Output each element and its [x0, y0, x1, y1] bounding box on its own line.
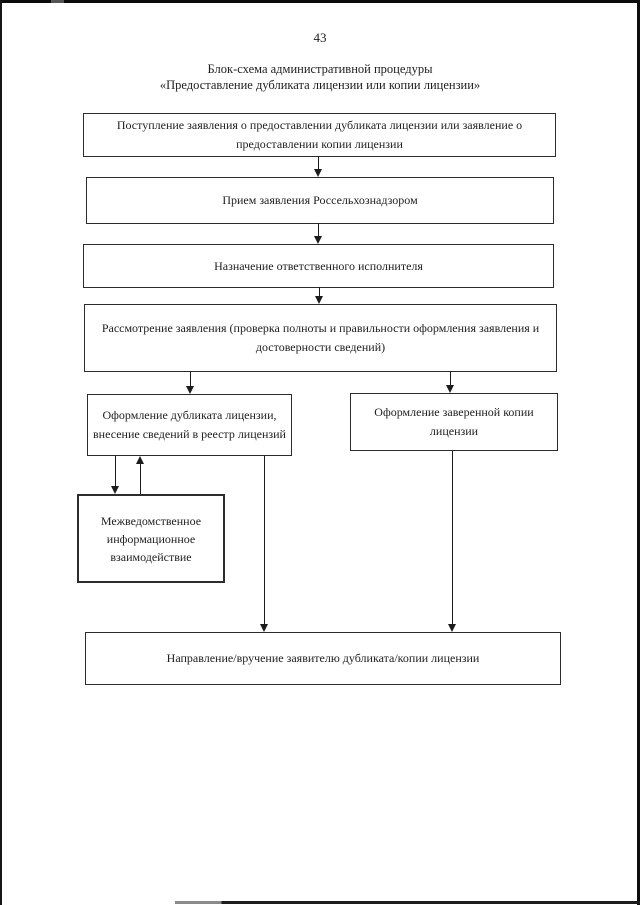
flow-box-duplicate: Оформление дубликата лицензии, внесение …: [87, 394, 292, 456]
arrow-interagency-to-duplicate: [136, 456, 145, 494]
arrow-receipt-to-acceptance: [314, 156, 323, 177]
flow-box-review: Рассмотрение заявления (проверка полноты…: [84, 304, 557, 372]
flow-box-review-label: Рассмотрение заявления (проверка полноты…: [101, 321, 540, 354]
flow-box-acceptance: Прием заявления Россельхознадзором: [86, 177, 554, 224]
flow-box-receipt-label: Поступление заявления о предоставлении д…: [116, 118, 523, 151]
flow-box-copy-label: Оформление заверенной копии лицензии: [374, 405, 534, 438]
flow-box-executor-label: Назначение ответственного исполнителя: [214, 258, 423, 273]
arrow-duplicate-to-interagency: [111, 456, 120, 494]
arrow-acceptance-to-executor: [314, 223, 323, 244]
arrow-copy-to-delivery: [448, 451, 457, 632]
arrow-executor-to-review: [315, 287, 324, 304]
scan-edge-top: [0, 0, 640, 3]
flow-box-delivery-label: Направление/вручение заявителю дубликата…: [166, 651, 480, 666]
flow-box-copy: Оформление заверенной копии лицензии: [350, 393, 558, 451]
scan-edge-right: [637, 0, 640, 905]
flow-box-interagency: Межведомственное информационное взаимоде…: [77, 494, 225, 583]
flow-box-receipt: Поступление заявления о предоставлении д…: [83, 113, 556, 157]
flowchart-title-line2: «Предоставление дубликата лицензии или к…: [159, 78, 481, 92]
arrow-review-to-duplicate: [186, 371, 195, 394]
flow-box-delivery: Направление/вручение заявителю дубликата…: [85, 632, 561, 685]
scan-edge-left: [0, 0, 2, 905]
page-number: 43: [313, 30, 327, 45]
flow-box-acceptance-label: Прием заявления Россельхознадзором: [222, 193, 418, 208]
flow-box-duplicate-label: Оформление дубликата лицензии, внесение …: [93, 408, 286, 441]
flowchart-title-line1: Блок-схема административной процедуры: [207, 62, 433, 76]
flowchart-title: Блок-схема административной процедуры «П…: [0, 61, 640, 93]
arrow-duplicate-to-delivery: [260, 456, 269, 632]
arrow-review-to-copy: [446, 371, 455, 393]
flow-box-interagency-label: Межведомственное информационное взаимоде…: [100, 513, 202, 564]
scan-edge-bottom: [175, 901, 640, 904]
flow-box-executor: Назначение ответственного исполнителя: [83, 244, 554, 288]
